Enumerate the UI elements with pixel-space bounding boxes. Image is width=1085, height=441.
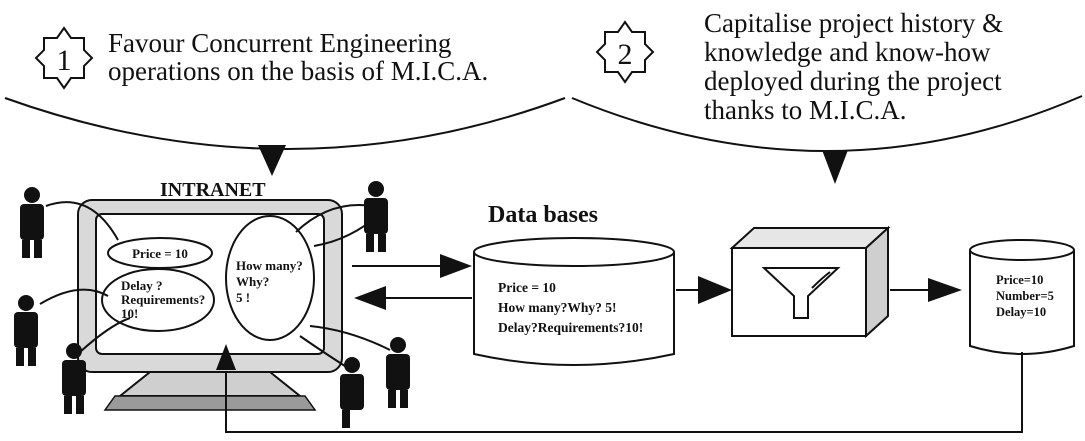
funnel-icon	[761, 267, 841, 319]
filter-output-arrow	[890, 278, 962, 302]
bubble-delay-line-1: Delay ?	[121, 278, 163, 293]
wire-3	[79, 317, 131, 353]
bubble-delay-line-3: 10!	[121, 306, 138, 321]
bubble-price	[107, 237, 213, 269]
wire-4	[295, 204, 373, 233]
monitor-base	[103, 395, 317, 411]
bubble-howmany-line-2: Why?	[236, 274, 269, 289]
person-icon	[62, 343, 86, 414]
banner-left-line-2: operations on the basis of M.I.C.A.	[108, 56, 488, 86]
bubble-howmany-line-1: How many?	[236, 258, 303, 273]
wire-6	[309, 325, 391, 351]
person-icon	[14, 295, 38, 366]
banner-right-line-2: knowledge and know-how	[704, 37, 991, 67]
intranet-title: INTRANET	[160, 179, 266, 201]
monitor-stand	[117, 371, 303, 397]
output-db: Price=10 Number=5 Delay=10	[969, 239, 1075, 355]
banner-left-arc	[4, 97, 566, 150]
databases-title: Data bases	[488, 202, 598, 228]
star-badge-2: 2	[595, 20, 655, 84]
person-icon	[386, 337, 410, 408]
people	[14, 181, 410, 428]
filter-box	[729, 225, 891, 339]
db-line-2: How many?Why? 5!	[498, 300, 617, 315]
out-line-1: Price=10	[996, 273, 1043, 287]
banner-right: 2 Capitalise project history & knowledge…	[571, 8, 1083, 184]
person-icon	[340, 357, 364, 428]
wire-1	[45, 201, 119, 241]
db-filter-arrow	[676, 276, 732, 304]
banner-left-pointer	[258, 145, 286, 176]
db-cylinder-body	[473, 252, 675, 366]
person-icon	[364, 181, 388, 252]
star-badge-1: 1	[34, 26, 94, 90]
banner-left-line-1: Favour Concurrent Engineering	[108, 28, 451, 58]
banner-right-line-3: deployed during the project	[704, 66, 1002, 96]
db-cylinder-top	[473, 237, 675, 267]
feedback-line	[225, 352, 1023, 433]
person-icon	[20, 187, 44, 258]
db-line-1: Price = 10	[498, 280, 556, 295]
monitor-db-arrows	[352, 254, 472, 310]
wire-7	[299, 335, 349, 369]
wire-2	[39, 288, 109, 305]
arrow-to-db	[440, 254, 472, 278]
bubble-delay	[101, 268, 215, 332]
monitor-up-arrow	[216, 344, 236, 370]
out-line-3: Delay=10	[996, 305, 1046, 319]
badge-number-2: 2	[618, 38, 633, 71]
banner-right-pointer	[822, 150, 848, 184]
intranet-monitor: INTRANET Price = 10 Delay ? Requirements…	[39, 179, 391, 411]
out-cylinder-top	[969, 239, 1075, 261]
db-line-3: Delay?Requirements?10!	[498, 320, 643, 335]
arrow-to-monitor	[354, 286, 386, 310]
out-line-2: Number=5	[996, 289, 1054, 303]
bubble-delay-line-2: Requirements?	[121, 292, 205, 307]
banner-right-line-1: Capitalise project history &	[704, 8, 1003, 38]
bubble-howmany	[225, 215, 315, 341]
banner-right-line-4: thanks to M.I.C.A.	[704, 95, 907, 125]
bubble-howmany-line-3: 5 !	[236, 290, 250, 305]
banner-left: 1 Favour Concurrent Engineering operatio…	[4, 26, 566, 176]
badge-number-1: 1	[57, 44, 72, 77]
bubble-price-text: Price = 10	[132, 246, 188, 261]
databases: Data bases Price = 10 How many?Why? 5! D…	[473, 202, 675, 366]
